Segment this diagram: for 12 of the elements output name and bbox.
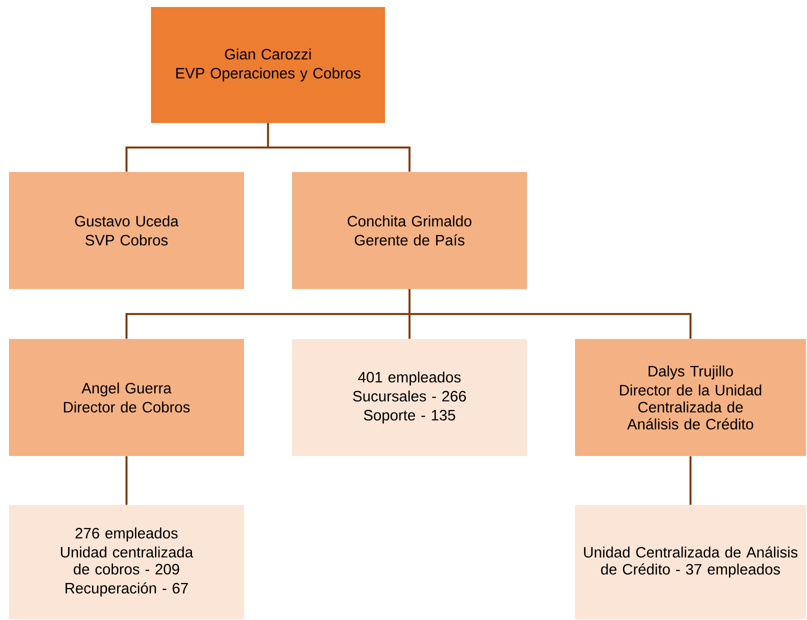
connector-line (408, 289, 692, 339)
manager-box: Gian Carozzi EVP Operaciones y Cobros (151, 6, 385, 123)
manager-box: Dalys Trujillo Director de la Unidad Centralizada de Análisis de Crédito (575, 338, 806, 456)
connector-line (267, 123, 410, 172)
manager-box: Gustavo Uceda SVP Cobros (9, 172, 244, 289)
staff-box: 401 empleados Sucursales - 266 Soporte - 135 (292, 338, 527, 456)
connector-line (126, 456, 128, 505)
connector-line (690, 456, 692, 505)
manager-box: Angel Guerra Director de Cobros (9, 338, 244, 456)
staff-box: 276 empleados Unidad centralizada de cobros - 209 Recuperación - 67 (9, 504, 244, 619)
manager-box: Conchita Grimaldo Gerente de País (292, 172, 527, 289)
staff-box: Unidad Centralizada de Análisis de Crédito - 37 empleados (575, 504, 806, 619)
